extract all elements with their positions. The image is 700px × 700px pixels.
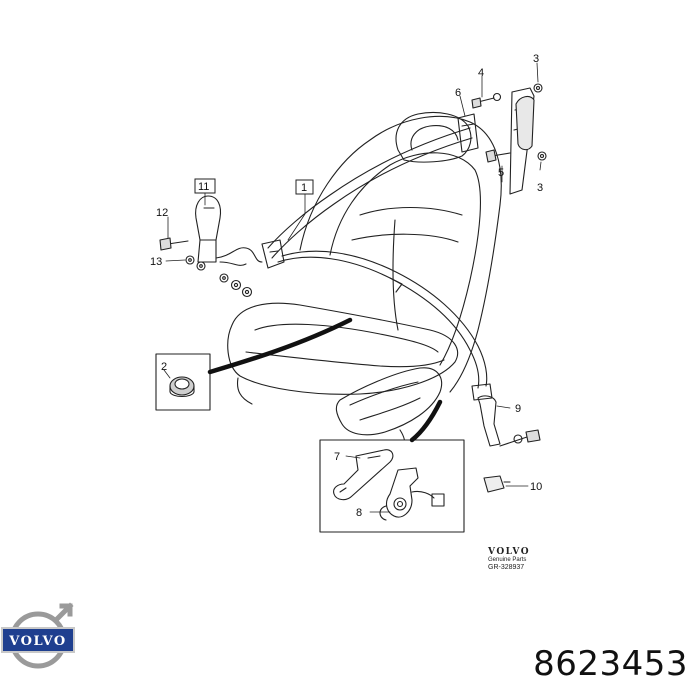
- inset-2-pointer: [207, 317, 353, 375]
- logo-arrow-icon: [52, 602, 74, 624]
- callout-4: 4: [478, 67, 484, 79]
- part-number: 8623453: [533, 644, 688, 684]
- callout-6: 6: [455, 87, 461, 99]
- bolt-4: [471, 92, 502, 109]
- callout-3-lower: 3: [537, 182, 543, 194]
- callout-13: 13: [150, 256, 162, 268]
- seat-illustration: [227, 111, 502, 449]
- inset-sensors: [319, 439, 465, 533]
- leader-lines: [163, 62, 542, 513]
- washers-13: [185, 255, 253, 298]
- stamp-subtitle: Genuine Parts: [488, 557, 527, 564]
- bolt-12: [159, 237, 189, 251]
- callout-2: 2: [161, 361, 167, 373]
- callout-7: 7: [334, 451, 340, 463]
- inset-grommet: [155, 353, 211, 411]
- logo-band: [1, 627, 75, 653]
- callout-12: 12: [156, 207, 168, 219]
- bolt-5: [485, 149, 511, 163]
- callout-11-box: [194, 178, 216, 194]
- logo-text: VOLVO: [8, 634, 66, 649]
- volvo-logo: VOLVO: [1, 602, 75, 669]
- clip-10: [483, 475, 511, 493]
- callout-9: 9: [515, 403, 521, 415]
- pillar-height-adjuster: [509, 87, 535, 195]
- inset-sensor-pointer: [409, 399, 443, 443]
- washer-3-upper: [533, 83, 543, 93]
- floor-anchor-bracket: [477, 395, 541, 447]
- callout-10: 10: [530, 481, 542, 493]
- belt-guide-loop: [457, 113, 479, 153]
- stamp-reference: GR-328937: [488, 563, 525, 571]
- callout-11: 11: [198, 181, 209, 193]
- callout-1: 1: [301, 182, 307, 194]
- callout-5: 5: [498, 167, 504, 179]
- stamp-brand: VOLVO: [488, 547, 531, 557]
- callout-3-upper: 3: [533, 53, 539, 65]
- washer-3-lower: [537, 151, 547, 161]
- callout-1-box: [295, 179, 314, 195]
- callout-8: 8: [356, 507, 362, 519]
- genuine-parts-stamp: VOLVO Genuine Parts GR-328937: [488, 547, 558, 571]
- buckle-assembly: [195, 195, 263, 266]
- belt-webbing: [261, 127, 493, 401]
- callouts: 1 11 12 13 2 6 4 3 5 3 7 8 9 10: [150, 53, 543, 519]
